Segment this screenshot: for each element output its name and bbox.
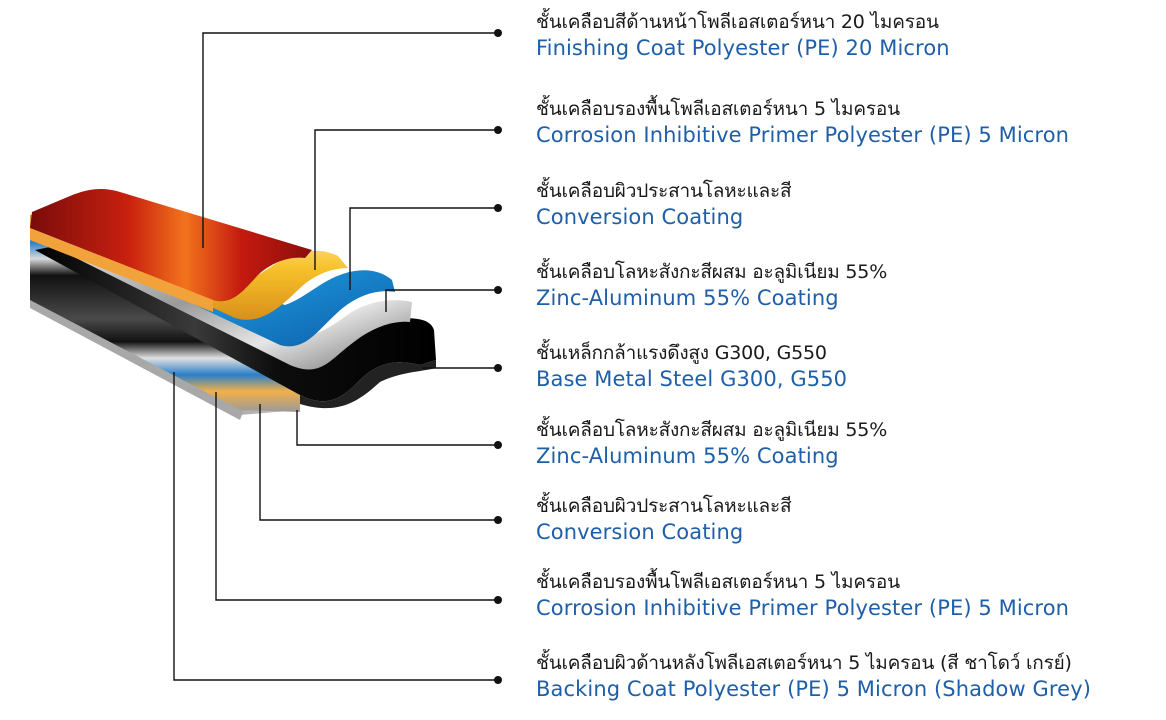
layer-label-thai: ชั้นเหล็กกล้าแรงดึงสูง G300, G550 <box>536 342 827 364</box>
layer-label-thai: ชั้นเคลือบโลหะสังกะสีผสม อะลูมิเนียม 55% <box>536 419 888 441</box>
layer-label-english: Base Metal Steel G300, G550 <box>536 367 848 391</box>
layer-label-english: Conversion Coating <box>536 205 744 229</box>
layer-label-finishing-coat: ชั้นเคลือบสีด้านหน้าโพลีเอสเตอร์หนา 20 ไ… <box>536 10 950 62</box>
leader-line-8 <box>215 392 498 601</box>
layer-label-thai: ชั้นเคลือบผิวประสานโลหะและสี <box>536 495 792 517</box>
leader-dot-8 <box>494 596 502 604</box>
layer-label-zinc-top: ชั้นเคลือบโลหะสังกะสีผสม อะลูมิเนียม 55%… <box>536 260 887 312</box>
leader-dot-7 <box>494 516 502 524</box>
layer-label-english: Zinc-Aluminum 55% Coating <box>536 286 839 310</box>
leader-dot-5 <box>494 364 502 372</box>
layer-label-primer-bottom: ชั้นเคลือบรองพื้นโพลีเอสเตอร์หนา 5 ไมครอ… <box>536 570 1069 622</box>
leader-dot-6 <box>494 441 502 449</box>
leader-line-7 <box>259 404 498 521</box>
leader-line-2 <box>314 129 498 270</box>
leader-dot-3 <box>494 204 502 212</box>
leader-dot-1 <box>494 29 502 37</box>
leader-lines <box>173 32 498 681</box>
layer-label-english: Corrosion Inhibitive Primer Polyester (P… <box>536 123 1070 147</box>
leader-line-1 <box>202 32 498 248</box>
layer-label-primer-top: ชั้นเคลือบรองพื้นโพลีเอสเตอร์หนา 5 ไมครอ… <box>536 97 1069 149</box>
layer-label-backing-coat: ชั้นเคลือบผิวด้านหลังโพลีเอสเตอร์หนา 5 ไ… <box>536 651 1091 703</box>
layer-label-english: Corrosion Inhibitive Primer Polyester (P… <box>536 596 1070 620</box>
layer-label-conversion-top: ชั้นเคลือบผิวประสานโลหะและสี Conversion … <box>536 179 792 231</box>
layer-label-english: Backing Coat Polyester (PE) 5 Micron (Sh… <box>536 677 1092 701</box>
finishing-coat-layer <box>30 189 312 312</box>
layer-label-english: Finishing Coat Polyester (PE) 20 Micron <box>536 36 950 60</box>
leader-dot-4 <box>494 286 502 294</box>
layer-label-thai: ชั้นเคลือบผิวด้านหลังโพลีเอสเตอร์หนา 5 ไ… <box>536 652 1072 674</box>
layer-label-thai: ชั้นเคลือบรองพื้นโพลีเอสเตอร์หนา 5 ไมครอ… <box>536 98 900 120</box>
layer-label-thai: ชั้นเคลือบโลหะสังกะสีผสม อะลูมิเนียม 55% <box>536 261 888 283</box>
leader-dots <box>494 29 502 684</box>
layer-label-zinc-bottom: ชั้นเคลือบโลหะสังกะสีผสม อะลูมิเนียม 55%… <box>536 418 887 470</box>
layer-label-base-steel: ชั้นเหล็กกล้าแรงดึงสูง G300, G550 Base M… <box>536 341 847 393</box>
layer-label-english: Conversion Coating <box>536 520 744 544</box>
leader-line-4 <box>385 289 498 312</box>
leader-dot-9 <box>494 676 502 684</box>
leader-line-6 <box>296 410 498 446</box>
layer-label-conversion-bottom: ชั้นเคลือบผิวประสานโลหะและสี Conversion … <box>536 494 792 546</box>
layer-label-english: Zinc-Aluminum 55% Coating <box>536 444 839 468</box>
leader-line-9 <box>173 372 498 681</box>
layer-label-thai: ชั้นเคลือบผิวประสานโลหะและสี <box>536 180 792 202</box>
layer-label-thai: ชั้นเคลือบสีด้านหน้าโพลีเอสเตอร์หนา 20 ไ… <box>536 11 939 33</box>
layer-label-thai: ชั้นเคลือบรองพื้นโพลีเอสเตอร์หนา 5 ไมครอ… <box>536 571 900 593</box>
leader-dot-2 <box>494 126 502 134</box>
leader-line-3 <box>349 207 498 290</box>
